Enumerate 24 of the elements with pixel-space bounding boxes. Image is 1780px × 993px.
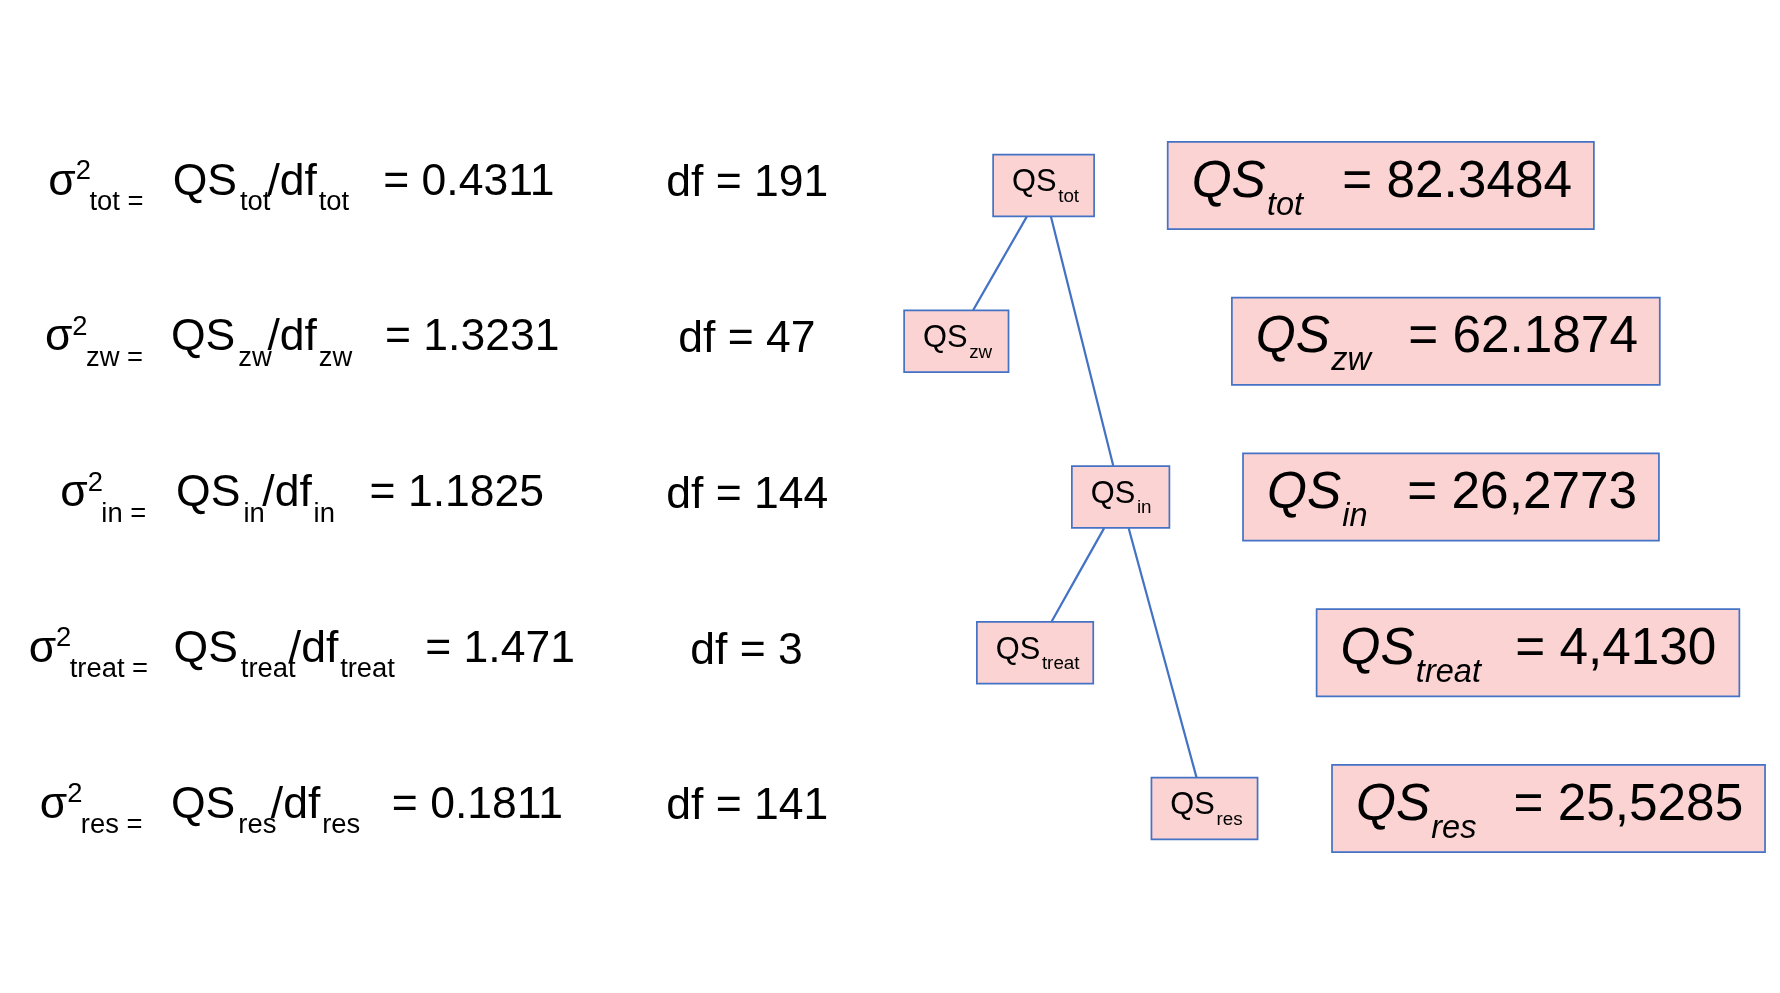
label: σ$^{2}$$_{tot =}$ QS$_{tot}$/df$_{tot}$ = 0.4311 bbox=[48, 153, 555, 216]
node-box: QS$_{res}$ bbox=[1150, 776, 1259, 840]
label: σ$^{2}$$_{res =}$ QS$_{res}$/df$_{res}$ = 0.1811 bbox=[39, 776, 563, 839]
label: σ$^{2}$$_{treat =}$ QS$_{treat}$/df$_{treat}$ = 1.471 bbox=[28, 620, 575, 683]
node-box: QS$_{tot}$ = 82.3484 bbox=[1166, 140, 1595, 230]
connector bbox=[972, 215, 1028, 311]
label: σ$^{2}$$_{in =}$ QS$_{in}$/df$_{in}$ = 1.1825 bbox=[60, 465, 545, 528]
node-box: QS$_{treat}$ bbox=[976, 620, 1095, 684]
node-box: QS$_{in}$ bbox=[1071, 464, 1171, 529]
connector bbox=[1049, 215, 1115, 466]
label: df = 141 bbox=[666, 778, 829, 828]
connector bbox=[1050, 527, 1106, 622]
node-box: QS$_{zw}$ = 62.1874 bbox=[1231, 296, 1661, 386]
node-box: QS$_{in}$ = 26,2773 bbox=[1242, 452, 1660, 541]
label: df = 144 bbox=[666, 467, 829, 517]
node-box: QS$_{zw}$ bbox=[903, 309, 1010, 373]
label: df = 191 bbox=[666, 155, 829, 205]
node-box: QS$_{tot}$ bbox=[992, 153, 1095, 217]
label: df = 47 bbox=[678, 311, 816, 361]
connector bbox=[1127, 527, 1198, 778]
label: σ$^{2}$$_{zw =}$ QS$_{zw}$/df$_{zw}$ = 1.3231 bbox=[44, 309, 560, 372]
node-box: QS$_{treat}$ = 4,4130 bbox=[1315, 607, 1741, 697]
node-box: QS$_{res}$ = 25,5285 bbox=[1331, 763, 1766, 853]
label: df = 3 bbox=[690, 623, 803, 673]
